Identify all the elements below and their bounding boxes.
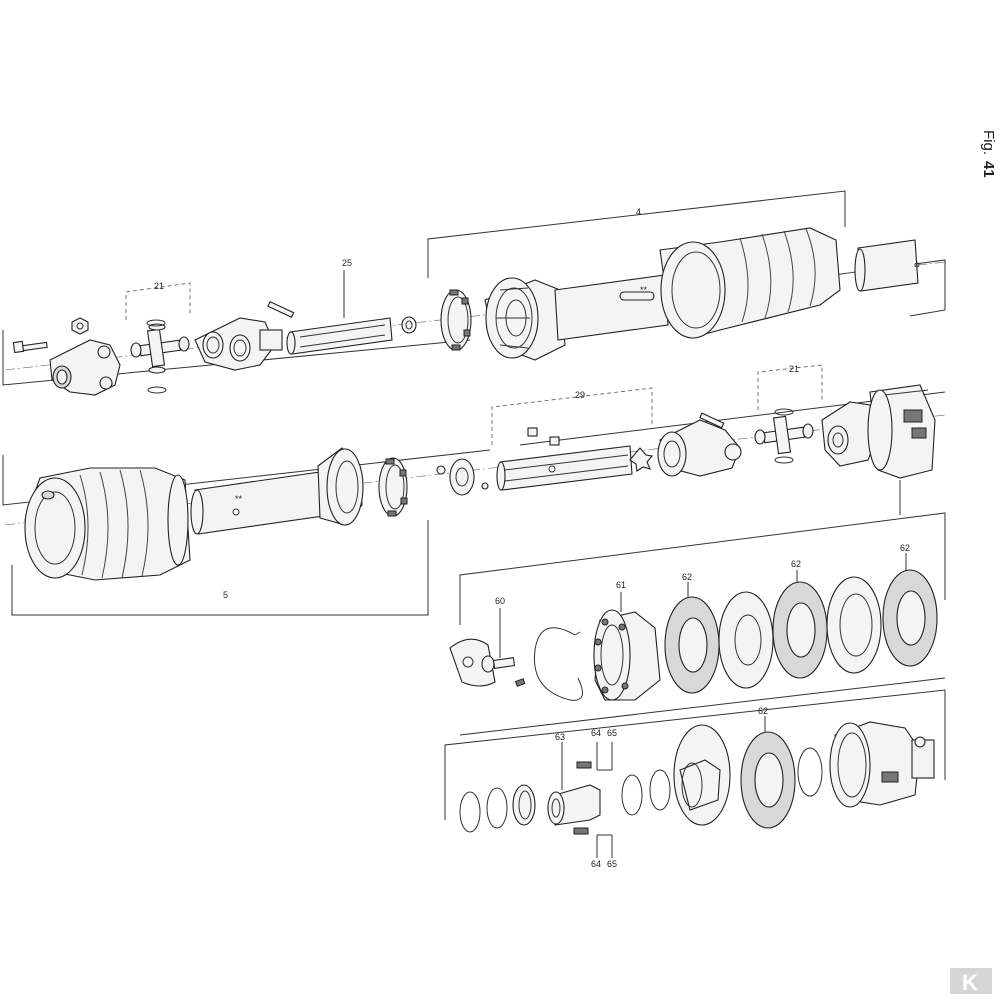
bushing-ring (401, 316, 417, 334)
clutch-yoke-housing (821, 384, 936, 479)
lower-assembly: 5 ** (2, 364, 946, 616)
snap-ring-a (459, 791, 481, 833)
flange-plate (449, 638, 496, 687)
star-nut (629, 447, 654, 472)
cross-joint-lower (754, 408, 814, 464)
grease-nipple-lower (436, 465, 446, 475)
callout-61: 61 (616, 580, 626, 590)
figure-label: Fig. 41 (980, 130, 997, 178)
upper-assembly: 4 21 (2, 190, 946, 396)
callout-25: 25 (342, 258, 352, 268)
callout-65-b: 65 (607, 859, 617, 869)
callout-21-lower: 21 (789, 364, 799, 374)
callout-63: 63 (555, 732, 565, 742)
clutch-housing (829, 721, 935, 808)
callout-60: 60 (495, 596, 505, 606)
snap-ring-e (797, 747, 823, 797)
nut (71, 317, 89, 335)
bracket-5 (11, 520, 429, 616)
protective-cone-lower (24, 467, 191, 581)
callout-5: 5 (223, 590, 228, 600)
bolt-60 (481, 655, 526, 687)
steel-disc-1 (718, 591, 774, 689)
roll-pin-upper (267, 300, 295, 318)
steel-disc-2 (826, 576, 882, 674)
figure-label-number: 41 (980, 161, 997, 178)
guard-cone-hub-lower (317, 447, 364, 526)
upper-frame (2, 330, 471, 386)
protective-cone-upper (659, 227, 841, 339)
bracket-21-upper (125, 282, 191, 320)
inner-profile-tube-lower (496, 445, 633, 491)
callout-29: 29 (575, 390, 585, 400)
bracket-4 (427, 190, 846, 278)
detail1-frame-bottom (459, 677, 946, 736)
clutch-detail-upper: 60 61 62 (449, 512, 946, 736)
bearing-ring-upper (440, 289, 472, 351)
screw-small (481, 482, 489, 490)
snap-ring-b (486, 787, 508, 829)
bolt (12, 340, 48, 354)
cross-joint-upper (130, 319, 190, 394)
snap-ring-c (621, 774, 643, 816)
callout-4: 4 (636, 207, 641, 217)
brand-logo-text: K (962, 970, 978, 995)
guard-cone-hub-upper (484, 277, 566, 361)
splined-hub-63 (547, 784, 601, 826)
key-upper (576, 761, 592, 769)
callout-62-c: 62 (900, 543, 910, 553)
star-hub-lower (449, 458, 475, 496)
callout-62-d: 62 (758, 706, 768, 716)
detail2-frame (444, 689, 946, 820)
callout-62-a: 62 (682, 572, 692, 582)
brand-logo: K (950, 968, 992, 995)
bearing-ring-lower (378, 457, 408, 517)
washer-ring (512, 784, 536, 826)
sleeve-upper (854, 239, 920, 292)
pressure-plate (673, 724, 731, 826)
clutch-detail-lower: 63 64 65 64 65 62 (444, 689, 946, 869)
snap-ring-d (649, 769, 671, 811)
inner-yoke-lower (657, 419, 742, 477)
bracket-21-lower (757, 364, 823, 410)
grease-fittings-29 (527, 427, 560, 446)
friction-disc-3 (882, 569, 938, 667)
bracket-29 (491, 387, 653, 445)
outer-tube-lower: ** (190, 471, 324, 535)
outer-tube-upper: ** (554, 274, 669, 341)
figure-label-prefix: Fig. (980, 130, 997, 155)
detail1-frame (459, 512, 946, 625)
friction-disc-2 (772, 581, 828, 679)
snap-ring-large (533, 627, 583, 701)
svg-text:Fig.41: Fig. 41 (980, 130, 997, 178)
callout-62-b: 62 (791, 559, 801, 569)
key-lower (573, 827, 589, 835)
roll-pin-lower (699, 412, 725, 429)
callout-64-a: 64 (591, 728, 601, 738)
callout-21-upper: 21 (154, 281, 164, 291)
callout-65-a: 65 (607, 728, 617, 738)
double-star-lower: ** (235, 494, 243, 504)
inner-yoke-upper (194, 317, 283, 371)
callout-64-b: 64 (591, 859, 601, 869)
friction-disc-1 (664, 596, 720, 694)
inner-profile-tube (286, 317, 393, 355)
double-star-upper: ** (640, 285, 648, 295)
friction-disc-4 (740, 731, 796, 829)
yoke-left (49, 339, 121, 396)
nut-hole (76, 322, 84, 330)
clutch-pressure-pack-61 (593, 609, 661, 701)
